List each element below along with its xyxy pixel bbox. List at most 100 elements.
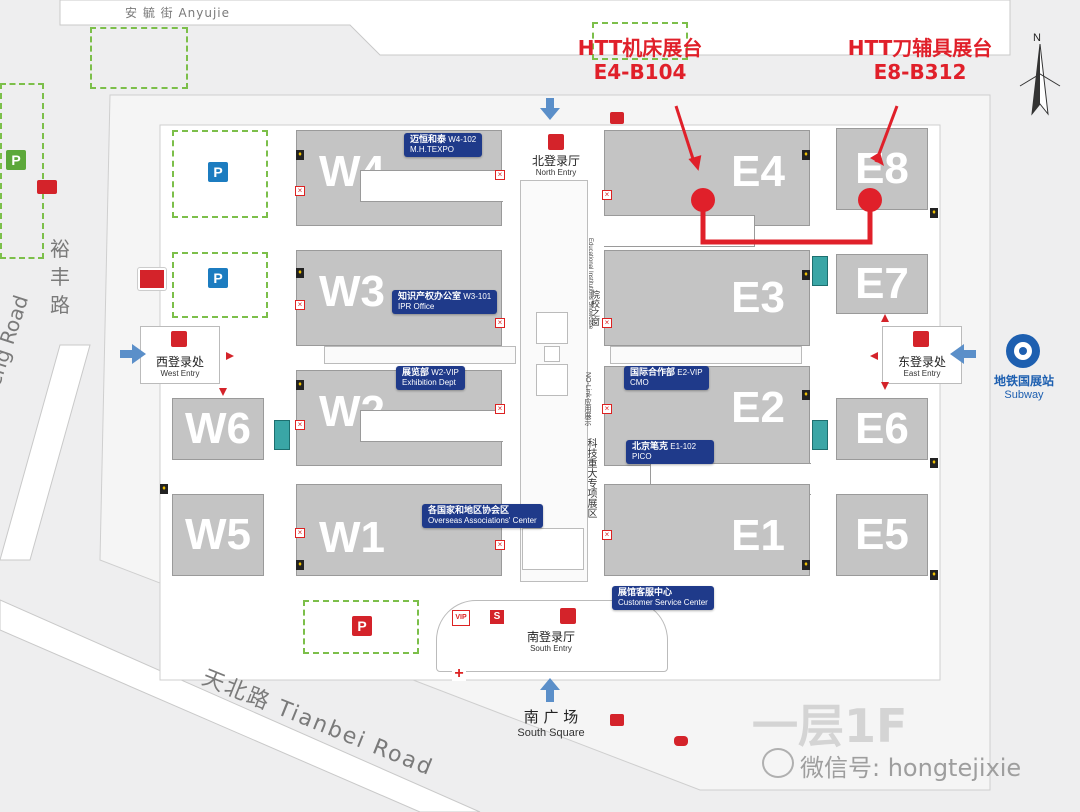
south-entry-hall xyxy=(436,600,668,672)
hall-w2-notch xyxy=(360,410,503,442)
parking-area-s xyxy=(303,600,419,654)
subway-zh: 地铁国展站 xyxy=(993,374,1054,388)
htt-machine-booth-title: HTT机床展台 xyxy=(577,36,703,60)
east-arrow-icon xyxy=(950,344,976,364)
htt-machine-booth-label[interactable]: HTT机床展台 E4-B104 xyxy=(565,36,715,84)
htt-machine-booth-code: E4-B104 xyxy=(593,60,687,84)
corridor-kiosk-2 xyxy=(544,346,560,362)
edu-showcase-zh-label: 院校之窗 xyxy=(589,290,599,326)
fire-exit-icon: × xyxy=(602,190,612,200)
hall-e1[interactable]: E1 xyxy=(604,484,810,576)
label-e2-code: E2-VIP xyxy=(675,368,703,377)
fire-exit-icon: × xyxy=(602,318,612,328)
htt-tool-booth-label[interactable]: HTT刀辅具展台 E8-B312 xyxy=(832,36,1008,84)
north-entry[interactable]: 北登录厅 North Entry xyxy=(532,134,580,180)
label-e2-zh: 国际合作部 xyxy=(630,368,676,378)
toilet-icon: ♦ xyxy=(296,268,304,278)
label-e1-code: E1-102 xyxy=(668,442,697,451)
label-w2-code: W2-VIP xyxy=(429,368,459,377)
label-service-zh: 展馆客服中心 xyxy=(618,588,673,598)
label-w3-ipr[interactable]: 知识产权办公室 W3-101 IPR Office xyxy=(392,290,498,314)
label-w4-code: W4-102 xyxy=(446,135,477,144)
label-w3-zh: 知识产权办公室 xyxy=(398,292,462,302)
parking-badge-blue-1: P xyxy=(208,162,228,182)
west-connector xyxy=(324,346,516,364)
fire-exit-icon: × xyxy=(495,404,505,414)
label-overseas[interactable]: 各国家和地区协会区 Overseas Associations' Center xyxy=(422,504,543,528)
south-square: 南 广 场 South Square xyxy=(496,706,606,739)
parking-area-n xyxy=(592,22,688,60)
hall-e7[interactable]: E7 xyxy=(836,254,928,314)
corridor-kiosk-1 xyxy=(536,312,568,344)
south-arrow-icon xyxy=(540,678,560,702)
luggage-icon xyxy=(610,112,624,124)
toilet-icon: ♦ xyxy=(802,150,810,160)
parking-area-w2 xyxy=(172,252,268,318)
parking-badge-blue-2: P xyxy=(208,268,228,288)
fire-exit-icon: × xyxy=(495,318,505,328)
west-arrow-icon xyxy=(120,344,146,364)
hall-e3[interactable]: E3 xyxy=(604,250,810,346)
west-entry-en: West Entry xyxy=(160,369,200,378)
toilet-icon: ♦ xyxy=(296,380,304,390)
htt-tool-booth-title: HTT刀辅具展台 xyxy=(847,36,993,60)
wechat-icon xyxy=(762,748,794,778)
hall-w1[interactable]: W1 xyxy=(296,484,502,576)
west-entry[interactable]: 西登录处 West Entry xyxy=(140,326,220,384)
corridor-kiosk-3 xyxy=(536,364,568,396)
hall-w5[interactable]: W5 xyxy=(172,494,264,576)
label-e1-pico[interactable]: 北京笔克 E1-102 PICO xyxy=(626,440,714,464)
label-e2-cmo[interactable]: 国际合作部 E2-VIP CMO xyxy=(624,366,709,390)
hall-e5[interactable]: E5 xyxy=(836,494,928,576)
label-overseas-zh: 各国家和地区协会区 xyxy=(428,506,510,516)
registration-icon-west xyxy=(171,331,187,347)
fire-exit-icon: × xyxy=(495,170,505,180)
label-w2-exhibition[interactable]: 展览部 W2-VIP Exhibition Dept xyxy=(396,366,465,390)
toilet-icon: ♦ xyxy=(160,484,168,494)
fire-exit-icon: × xyxy=(295,528,305,538)
south-square-en: South Square xyxy=(517,727,585,739)
compass-icon xyxy=(1019,43,1061,116)
label-w2-zh: 展览部 xyxy=(402,368,430,378)
label-customer-service[interactable]: 展馆客服中心 Customer Service Center xyxy=(612,586,714,610)
toilet-icon: ♦ xyxy=(930,208,938,218)
subway-station[interactable]: 地铁国展站 Subway xyxy=(984,372,1064,401)
label-w4-mhtexpo[interactable]: 迈恒和泰 W4-102 M.H.TEXPO xyxy=(404,133,483,157)
anyujie-road-label: 安 毓 街 Anyujie xyxy=(125,6,231,20)
hall-e4-notch xyxy=(604,215,755,247)
toilet-icon: ♦ xyxy=(802,390,810,400)
hall-e8[interactable]: E8 xyxy=(836,128,928,210)
nolink-label: NO-Link应用展示 xyxy=(584,372,591,426)
parking-area-w1 xyxy=(172,130,268,218)
east-connector xyxy=(610,346,802,364)
hall-e6[interactable]: E6 xyxy=(836,398,928,460)
toilet-icon: ♦ xyxy=(802,270,810,280)
elevator-icon-west xyxy=(274,420,290,450)
label-e2-en: CMO xyxy=(630,378,649,387)
registration-icon-north xyxy=(548,134,564,150)
parking-badge-red: P xyxy=(352,616,372,636)
toilet-icon: ♦ xyxy=(930,570,938,580)
label-overseas-en: Overseas Associations' Center xyxy=(428,516,537,525)
fire-exit-icon: × xyxy=(495,540,505,550)
label-e1-en: PICO xyxy=(632,452,652,461)
label-service-en: Customer Service Center xyxy=(618,598,708,607)
toilet-icon: ♦ xyxy=(296,150,304,160)
htt-tool-booth-code: E8-B312 xyxy=(873,60,967,84)
wechat-id: 微信号: hongtejixie xyxy=(800,754,1022,782)
bus-icon-west xyxy=(37,180,57,194)
registration-icon-east xyxy=(913,331,929,347)
parking-area-far-west xyxy=(0,83,44,259)
tech-zone-label: 科技重大专项展区 xyxy=(585,438,596,518)
service-s-icon: S xyxy=(490,610,504,624)
toilet-icon: ♦ xyxy=(296,560,304,570)
hall-w6[interactable]: W6 xyxy=(172,398,264,460)
elevator-icon-east-2 xyxy=(812,420,828,450)
toilet-icon: ♦ xyxy=(802,560,810,570)
south-entry[interactable]: 南登录厅 South Entry xyxy=(516,608,586,654)
east-entry-en: East Entry xyxy=(903,369,941,378)
north-arrow-icon xyxy=(540,98,560,120)
subway-icon xyxy=(1006,334,1040,368)
east-entry[interactable]: 东登录处 East Entry xyxy=(882,326,962,384)
label-w3-en: IPR Office xyxy=(398,302,435,311)
